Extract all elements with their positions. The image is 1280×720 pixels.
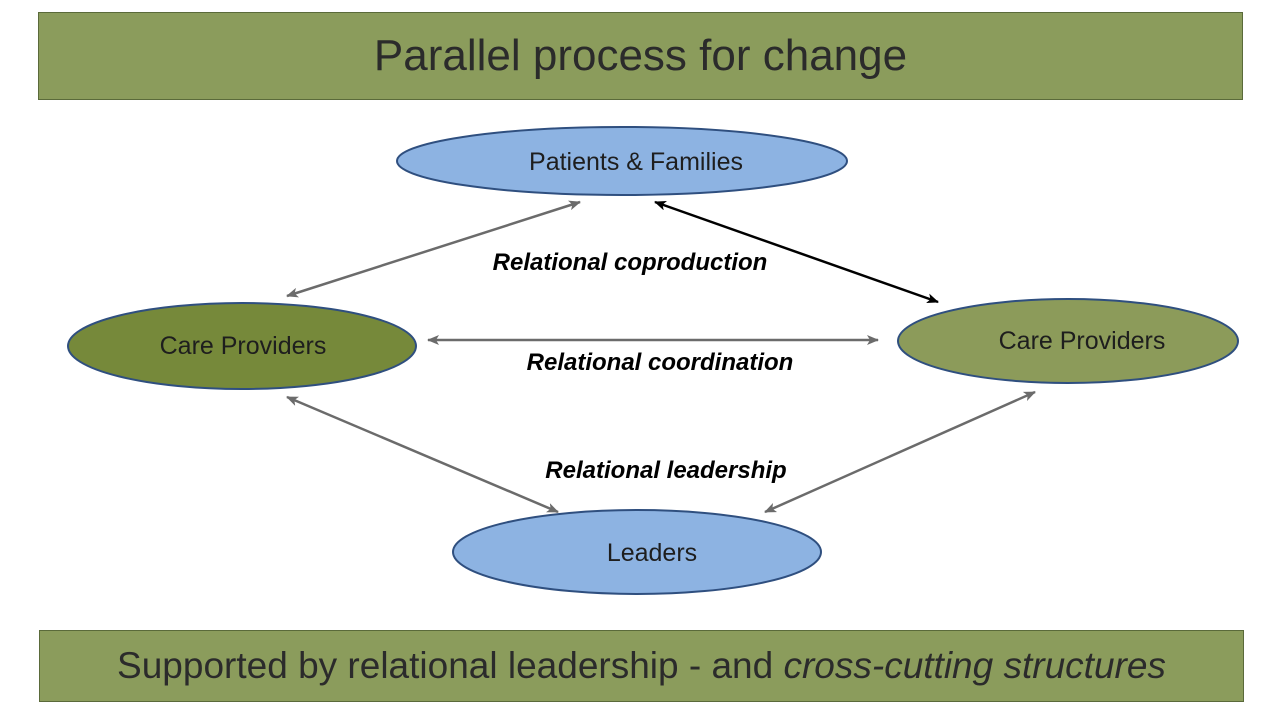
footer-banner: Supported by relational leadership - and… xyxy=(39,630,1244,702)
node-leaders: Leaders xyxy=(452,509,822,595)
title-banner: Parallel process for change xyxy=(38,12,1243,100)
label-relational-coproduction: Relational coproduction xyxy=(493,249,768,276)
arrow-patients-to-right-providers xyxy=(654,200,939,304)
node-patients-families: Patients & Families xyxy=(396,126,848,196)
page-title: Parallel process for change xyxy=(373,31,908,80)
footer-text-italic: cross-cutting structures xyxy=(783,645,1166,686)
node-label: Leaders xyxy=(607,539,697,567)
arrow-right-providers-to-leaders xyxy=(764,390,1036,514)
footer-text-plain: Supported by relational leadership - and xyxy=(117,645,784,686)
node-label: Care Providers xyxy=(999,327,1166,355)
label-relational-coordination: Relational coordination xyxy=(527,349,794,376)
label-relational-leadership: Relational leadership xyxy=(545,457,786,484)
node-label: Patients & Families xyxy=(529,148,743,176)
arrow-left-providers-to-leaders xyxy=(286,395,559,514)
arrow-patients-to-left-providers xyxy=(286,200,581,298)
node-care-providers-left: Care Providers xyxy=(67,302,417,390)
node-care-providers-right: Care Providers xyxy=(897,298,1239,384)
footer-text: Supported by relational leadership - and… xyxy=(117,645,1166,687)
node-label: Care Providers xyxy=(160,332,327,360)
